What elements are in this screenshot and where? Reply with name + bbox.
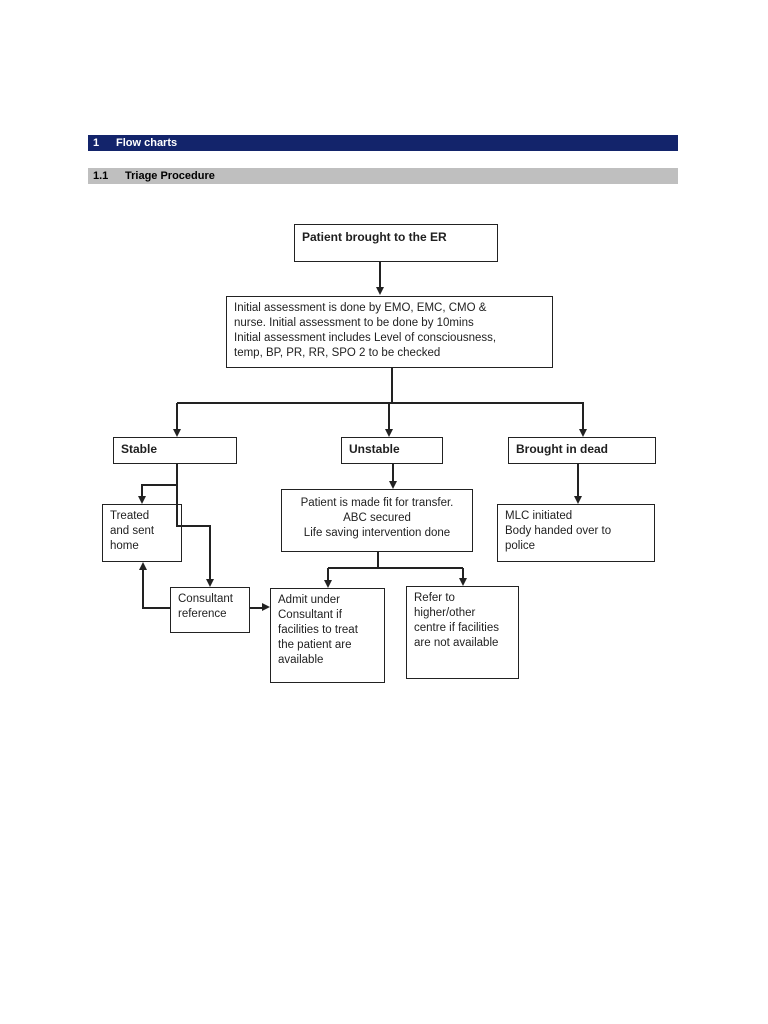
edge-unstable-fit-arrow-icon xyxy=(389,481,397,489)
edge-assess-unstable-line xyxy=(388,403,390,429)
flow-node-unstable: Unstable xyxy=(341,437,443,464)
node-text-line: Admit under xyxy=(278,594,341,606)
edge-consult-treated-hline xyxy=(142,607,170,609)
flow-node-patient: Patient brought to the ER xyxy=(294,224,498,262)
edge-stable-stem-line xyxy=(176,464,178,527)
edge-stable-consult-hline xyxy=(176,525,211,527)
node-text-line: are not available xyxy=(414,637,499,649)
subsection-title: Triage Procedure xyxy=(125,170,215,182)
node-text-line: Life saving intervention done xyxy=(303,527,451,539)
node-text-line: Treated xyxy=(110,510,150,522)
flow-node-initial-assessment: Initial assessment is done by EMO, EMC, … xyxy=(226,296,553,368)
node-text-line: Refer to xyxy=(414,592,455,604)
edge-stable-treated-hline xyxy=(141,484,178,486)
node-text-line: nurse. Initial assessment to be done by … xyxy=(234,317,474,329)
edge-unstable-fit-line xyxy=(392,464,394,482)
node-text-line: Consultant if xyxy=(278,609,342,621)
node-text-line: MLC initiated xyxy=(505,510,573,522)
node-text-line: higher/other xyxy=(414,607,476,619)
edge-patient-assess-arrow-icon xyxy=(376,287,384,295)
edge-stable-treated-arrow-icon xyxy=(138,496,146,504)
edge-consult-treated-vline xyxy=(142,570,144,609)
flow-node-stable: Stable xyxy=(113,437,237,464)
edge-patient-assess-line xyxy=(379,261,381,288)
edge-consult-admit-arrow-icon xyxy=(262,603,270,611)
edge-fit-refer-line xyxy=(462,568,464,579)
node-text-line: home xyxy=(110,540,139,552)
subsection-heading-bar: 1.1 Triage Procedure xyxy=(88,168,678,184)
node-text-line: police xyxy=(505,540,536,552)
edge-assess-stable-line xyxy=(176,403,178,429)
edge-dead-mlc-line xyxy=(577,464,579,497)
node-text-line: Consultant xyxy=(178,593,233,605)
section-title: Flow charts xyxy=(116,137,178,149)
node-text-line: facilities to treat xyxy=(278,624,358,636)
flow-node-consultant-reference: Consultant reference xyxy=(170,587,250,633)
section-heading-bar: 1 Flow charts xyxy=(88,135,678,151)
edge-assess-stem-line xyxy=(391,367,393,404)
flow-node-refer-higher-centre: Refer to higher/other centre if facilities… xyxy=(406,586,519,679)
edge-fit-admit-line xyxy=(327,568,329,581)
node-text-line: Initial assessment includes Level of con… xyxy=(234,332,497,344)
edge-assess-dead-arrow-icon xyxy=(579,429,587,437)
edge-stable-consult-arrow-icon xyxy=(206,579,214,587)
node-text-line: reference xyxy=(178,608,227,620)
edge-dead-mlc-arrow-icon xyxy=(574,496,582,504)
edge-fit-refer-arrow-icon xyxy=(459,578,467,586)
node-text-line: centre if facilities xyxy=(414,622,500,634)
node-text-line: ABC secured xyxy=(343,512,411,524)
section-number: 1 xyxy=(93,137,100,149)
edge-branch-bar-line xyxy=(177,402,584,404)
node-text-line: temp, BP, PR, RR, SPO 2 to be checked xyxy=(234,347,441,359)
node-text-line: the patient are xyxy=(278,639,352,651)
node-text-line: and sent xyxy=(110,525,155,537)
edge-stable-consult-vline xyxy=(209,525,211,579)
edge-assess-stable-arrow-icon xyxy=(173,429,181,437)
node-text-line: Patient is made fit for transfer. xyxy=(300,497,454,509)
edge-assess-unstable-arrow-icon xyxy=(385,429,393,437)
edge-fit-stem-line xyxy=(377,552,379,569)
edge-consult-treated-arrow-icon xyxy=(139,562,147,570)
edge-fit-branch-bar-line xyxy=(328,567,463,569)
flow-node-fit-for-transfer: Patient is made fit for transfer. ABC sec… xyxy=(281,489,473,552)
edge-stable-treated-vline xyxy=(141,484,143,497)
node-text-line: Body handed over to xyxy=(505,525,612,537)
subsection-number: 1.1 xyxy=(93,170,109,182)
flow-node-treated-sent-home: Treated and sent home xyxy=(102,504,182,562)
node-text-line: available xyxy=(278,654,324,666)
flow-node-brought-in-dead: Brought in dead xyxy=(508,437,656,464)
edge-consult-admit-line xyxy=(250,607,263,609)
edge-fit-admit-arrow-icon xyxy=(324,580,332,588)
edge-assess-dead-line xyxy=(582,403,584,429)
node-text-line: Initial assessment is done by EMO, EMC, … xyxy=(234,302,487,314)
